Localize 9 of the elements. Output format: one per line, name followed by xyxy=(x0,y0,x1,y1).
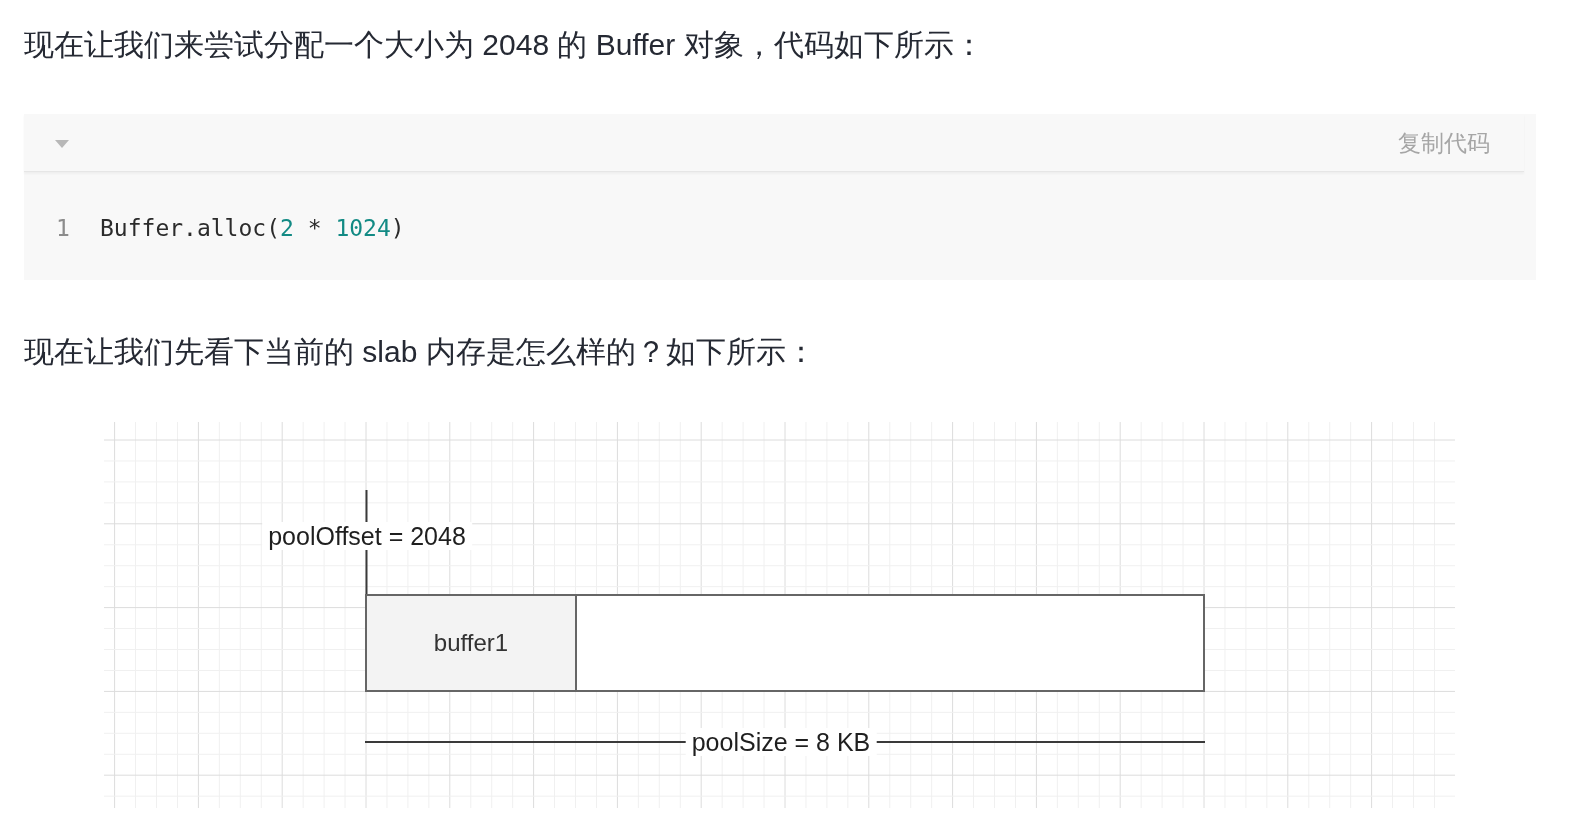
copy-button: 复制代码 xyxy=(1394,127,1494,159)
code-line: Buffer.alloc(2 * 1024) xyxy=(100,214,405,243)
line-number: 1 xyxy=(56,214,70,243)
block-label: buffer1 xyxy=(433,629,509,657)
paragraph-text: 现在让我们来尝试分配一个大小为 2048 的 Buffer 对象，代码如下所示： xyxy=(24,27,984,63)
offset-label: poolOffset = 2048 xyxy=(262,522,472,550)
buffer-block xyxy=(365,594,577,692)
dimension-label: poolSize = 8 KB xyxy=(685,728,877,756)
paragraph-text: 现在让我们先看下当前的 slab 内存是怎么样的？如下所示： xyxy=(24,334,816,370)
